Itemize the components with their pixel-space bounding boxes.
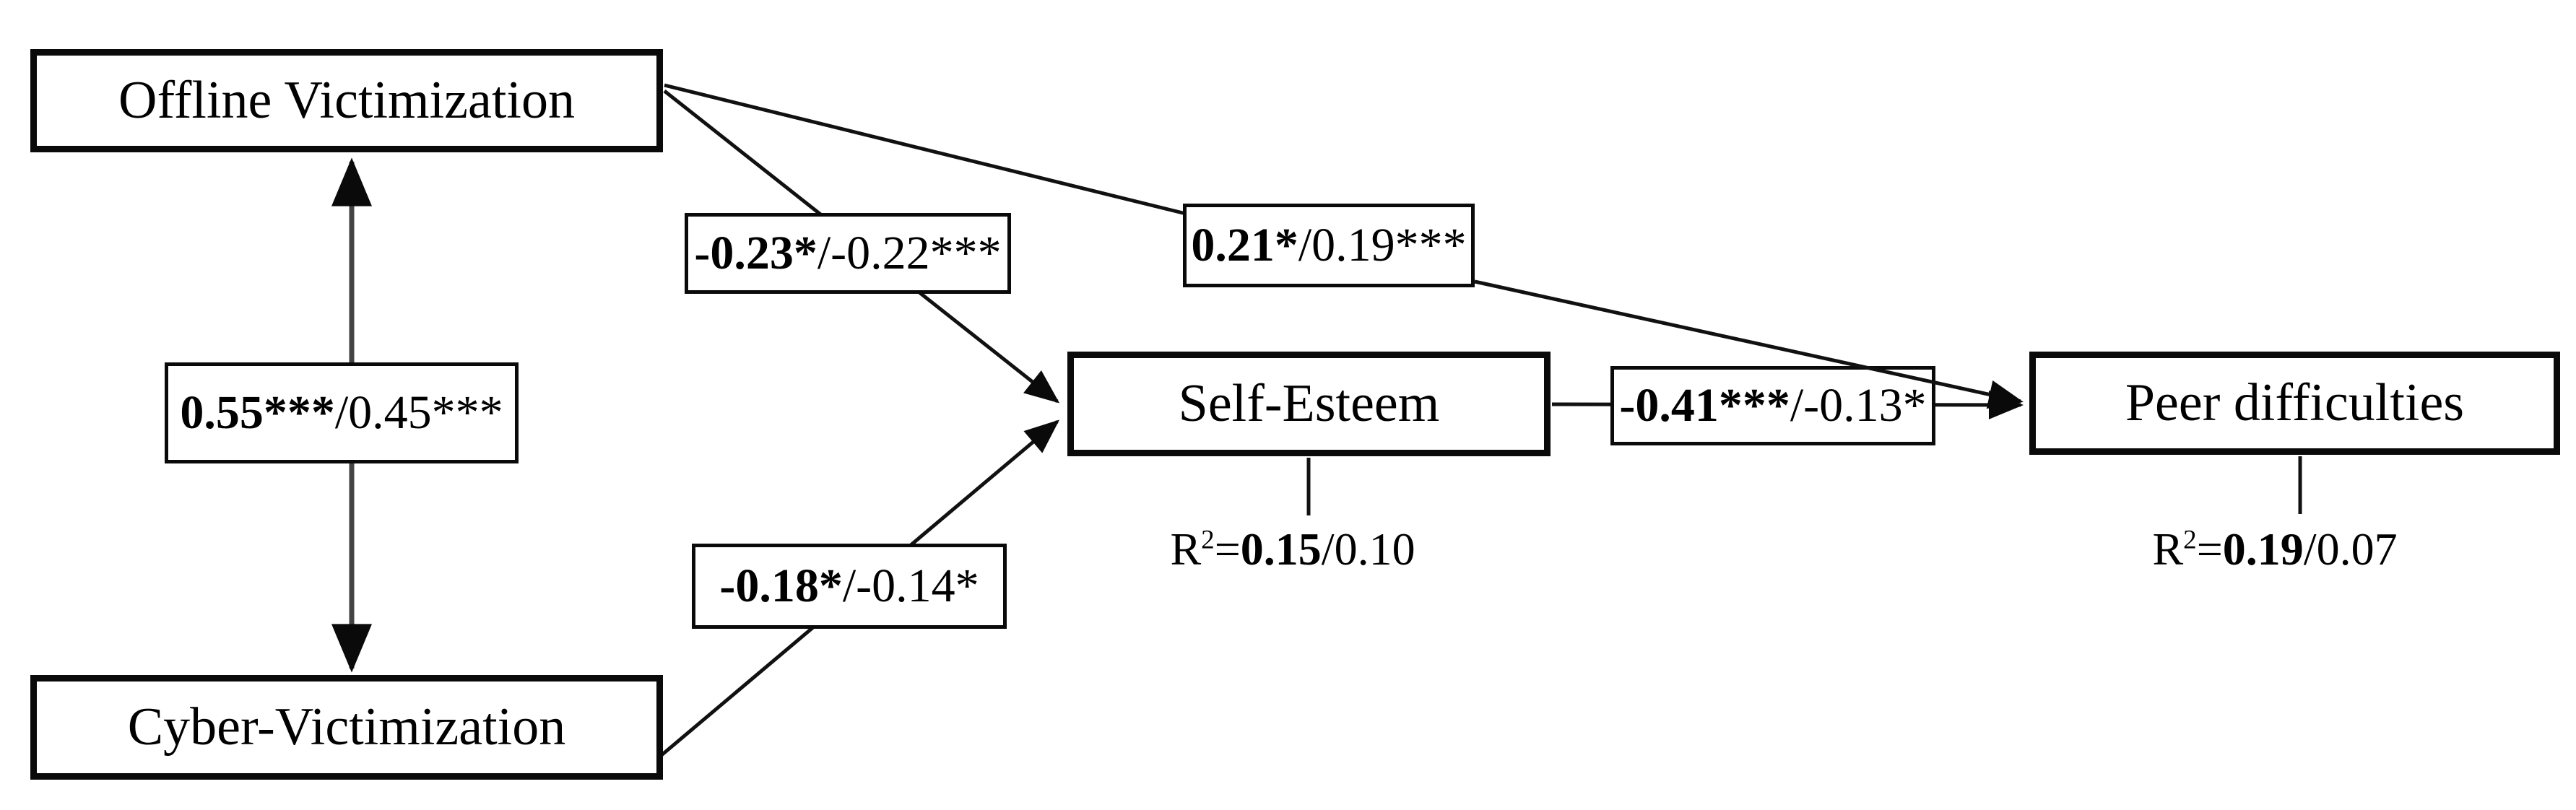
coef-self-esteem-to-peer-bold: -0.41*** [1619, 379, 1790, 432]
self-esteem-r2-bold-value: 0.15 [1240, 523, 1322, 575]
coef-offline-cyber-covariance-rest: /0.45*** [334, 386, 503, 439]
coef-self-esteem-to-peer: -0.41***/-0.13* [1610, 366, 1935, 445]
r2-exponent: 2 [1201, 525, 1215, 555]
coef-cyber-to-self-esteem-rest: /-0.14* [842, 559, 979, 612]
peer-r2-annotation: R2=0.19/0.07 [2152, 523, 2397, 576]
r-symbol: R [1170, 523, 1202, 575]
coef-offline-to-peer-rest: /0.19*** [1298, 219, 1467, 271]
coef-cyber-to-self-esteem-bold: -0.18* [719, 559, 843, 612]
node-cyber-victimization-label: Cyber-Victimization [127, 697, 566, 757]
node-cyber-victimization: Cyber-Victimization [30, 675, 663, 780]
coef-offline-to-self-esteem-bold: -0.23* [694, 227, 818, 279]
coef-offline-cyber-covariance: 0.55***/0.45*** [165, 362, 519, 463]
coef-offline-to-peer: 0.21*/0.19*** [1183, 204, 1475, 287]
coef-offline-to-self-esteem-rest: /-0.22*** [817, 227, 1002, 279]
coef-self-esteem-to-peer-rest: /-0.13* [1790, 379, 1927, 432]
coef-offline-cyber-covariance-bold: 0.55*** [180, 386, 335, 439]
peer-r2-rest-value: /0.07 [2303, 523, 2398, 575]
node-peer-difficulties-label: Peer difficulties [2125, 373, 2465, 432]
r2-equals: = [1214, 523, 1241, 575]
offline-to-peer-segment-1 [664, 83, 1187, 216]
r-symbol: R [2152, 523, 2184, 575]
node-self-esteem: Self-Esteem [1067, 352, 1551, 456]
node-self-esteem-label: Self-Esteem [1178, 374, 1440, 433]
node-peer-difficulties: Peer difficulties [2029, 352, 2560, 455]
self-esteem-r2-annotation: R2=0.15/0.10 [1170, 523, 1415, 576]
peer-r2-bold-value: 0.19 [2222, 523, 2304, 575]
coef-offline-to-self-esteem: -0.23*/-0.22*** [685, 213, 1011, 294]
coef-cyber-to-self-esteem: -0.18*/-0.14* [692, 544, 1007, 629]
self-esteem-r2-rest-value: /0.10 [1321, 523, 1415, 575]
r2-exponent: 2 [2183, 525, 2197, 555]
coef-offline-to-peer-bold: 0.21* [1191, 219, 1298, 271]
node-offline-victimization: Offline Victimization [30, 49, 663, 152]
node-offline-victimization-label: Offline Victimization [118, 71, 575, 130]
r2-equals: = [2196, 523, 2223, 575]
